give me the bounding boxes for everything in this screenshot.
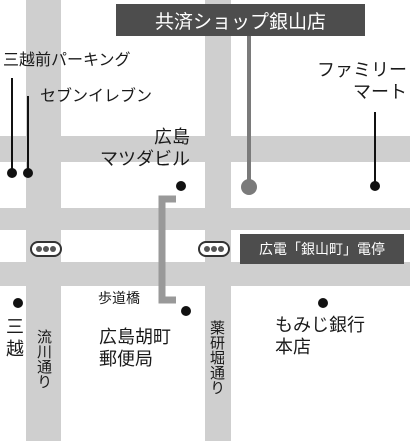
mitsukoshi-marker (13, 298, 23, 308)
shop-name-label: 共済ショップ銀山店 (116, 4, 365, 36)
mazda-building-marker (176, 181, 186, 191)
tram-icon (198, 241, 230, 257)
shop-marker (241, 179, 257, 195)
momiji-bank-marker (318, 298, 328, 308)
parking-marker (7, 168, 17, 178)
label-seven-eleven: セブンイレブン (40, 86, 153, 105)
label-post-office: 広島胡町 郵便局 (99, 327, 171, 370)
label-nagarekawa-dori: 流川通り (35, 329, 53, 389)
label-mitsukoshi-parking: 三越前パーキング (3, 50, 131, 69)
seven-eleven-marker (23, 168, 33, 178)
label-mazda-building: 広島 マツダビル (100, 127, 190, 170)
road-north (0, 136, 410, 162)
label-hodobashi: 歩道橋 (98, 291, 140, 307)
label-family-mart: ファミリー マート (317, 60, 407, 103)
tram-icon (30, 241, 62, 257)
label-momiji-bank: もみじ銀行 本店 (275, 315, 365, 358)
tram-stop-label: 広電「銀山町」電停 (240, 234, 404, 264)
family-mart-marker (370, 181, 380, 191)
road-aioi-upper (0, 208, 410, 230)
pedestrian-bridge (158, 195, 176, 304)
label-yagenbori-dori: 薬研堀通り (208, 320, 226, 395)
road-aioi-lower (0, 262, 410, 286)
label-mitsukoshi: 三 越 (6, 317, 24, 360)
post-office-marker (181, 306, 191, 316)
